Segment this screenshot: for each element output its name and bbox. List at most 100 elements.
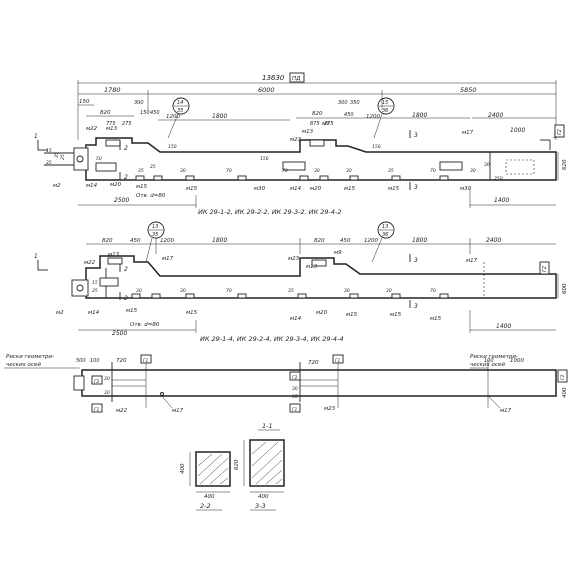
mid-mark-m22: м22: [84, 260, 96, 266]
plan-dim-500: 500: [76, 358, 86, 364]
mid-sd-35: 35: [288, 288, 294, 294]
sd-250: 250: [494, 176, 503, 182]
dim-mid-350: 350: [350, 100, 360, 106]
plan-view: Риски геометри- ческих осей Риски геомет…: [4, 354, 568, 414]
plan-tag-1: Г1: [143, 358, 149, 364]
plan-dim-1000: 1000: [510, 358, 524, 364]
mark-m15-mid: м15: [344, 186, 356, 192]
mark-m15-right: м15: [388, 186, 400, 192]
dim-left-150b: 150: [140, 110, 150, 116]
mark-m14-mid: м14: [290, 186, 302, 192]
mid-dim-820: 820: [102, 238, 113, 244]
dim-left-820: 820: [100, 110, 111, 116]
side-small-25: 25: [60, 154, 66, 160]
cross-sections: 1-1 400 400 2-2 620 400 3-3: [180, 422, 285, 511]
dim-mid-275: 275: [324, 121, 334, 127]
sd-25b: 25: [150, 164, 156, 170]
plan-dim-100: 100: [90, 358, 100, 364]
sd-30b: 30: [314, 168, 320, 174]
dim-top-2: 6000: [258, 86, 275, 94]
plan-tag-3: Г2: [94, 379, 100, 385]
mid-dim-1800b: 1800: [412, 237, 427, 244]
mark-m15b: м15: [186, 186, 198, 192]
dim-bottom-1400: 1400: [494, 197, 509, 204]
plan-small-2: 30: [104, 390, 110, 396]
plan-dim-100b: 100: [484, 358, 494, 364]
sd-15: 15: [46, 148, 52, 154]
plan-side-height: 400: [562, 387, 568, 398]
mid-mark-m17b: м17: [466, 258, 478, 264]
mark-m14: м14: [86, 183, 98, 189]
mid-mark-m9: м9: [334, 250, 342, 256]
mid-section-2-top: 2: [124, 266, 128, 273]
mid-section-3-top: 3: [414, 257, 418, 264]
mid-sd-25: 25: [92, 288, 98, 294]
mid-dim-bottom-1400: 1400: [496, 323, 511, 330]
mid-section-3-bottom: 3: [414, 303, 418, 310]
mid-dim-1200b: 1200: [364, 238, 378, 244]
mark-m13: м13: [106, 126, 118, 132]
callout-a-top: 14: [177, 100, 183, 106]
plan-mark-m17: м17: [172, 408, 184, 414]
mark-m22: м22: [86, 126, 98, 132]
mid-dim-450: 450: [130, 238, 141, 244]
side-height: 620: [562, 159, 568, 170]
sd-30: 30: [180, 168, 186, 174]
dim-mid-1200: 1200: [366, 114, 380, 120]
mid-dim-820b: 820: [314, 238, 325, 244]
section-title-1-1: 1-1: [262, 422, 273, 430]
elevation-mid: 820 450 1200 1800 820 450 1200 1800 2400…: [34, 221, 568, 343]
mark-m2: м2: [53, 183, 61, 189]
callout-b-bottom: 36: [382, 108, 388, 114]
callout-b-top: 15: [382, 100, 388, 106]
plan-tag-4: Г2: [292, 375, 298, 381]
mid-sd-30c: 30: [344, 288, 350, 294]
section-2-top: 2: [124, 145, 128, 152]
mark-m17: м17: [462, 130, 474, 136]
plan-right-note-1: Риски геометри-: [470, 354, 518, 360]
dim-mid-300: 300: [338, 100, 348, 106]
section-3-bottom: 3: [414, 184, 418, 191]
sd-35b: 35: [388, 168, 394, 174]
sd-30d: 30: [470, 168, 476, 174]
sd-35: 35: [138, 168, 144, 174]
mid-mark-m2: м2: [56, 310, 64, 316]
mark-m15a: м15: [136, 184, 148, 190]
sd-150: 150: [260, 156, 269, 162]
dim-mid-875: 875: [310, 121, 320, 127]
dim-left-150: 150: [79, 99, 90, 105]
mid-mark-m20: м20: [316, 310, 328, 316]
plan-left-note-2: ческих осей: [6, 362, 41, 368]
mid-sd-15: 15: [92, 280, 98, 286]
plan-tag-7: Г2: [560, 374, 566, 380]
mid-section-2-bottom: 2: [124, 295, 128, 302]
mid-mark-m23: м23: [288, 256, 300, 262]
sd-70: 70: [226, 168, 232, 174]
sd-30e: 30: [484, 162, 490, 168]
mid-mark-m15b: м15: [186, 310, 198, 316]
elevation-top: 13630 ПД 1780 6000 5850 150 820 775 275 …: [34, 72, 568, 216]
sd-25: 25: [46, 160, 52, 166]
hatch-2-2: [197, 453, 229, 485]
mid-dim-1200: 1200: [160, 238, 174, 244]
mark-m20: м20: [110, 182, 122, 188]
mid-end-tag: Г2: [542, 266, 548, 272]
mark-m9: м9: [322, 121, 330, 127]
plan-tag-6: Г1: [292, 407, 298, 413]
dim-top-1: 1780: [104, 86, 121, 94]
mark-m30: м30: [254, 186, 266, 192]
section-2-bottom: 2: [124, 174, 128, 181]
mark-m30-right: м30: [460, 186, 472, 192]
sd-150b: 150: [372, 144, 381, 150]
mid-callout-a-bottom: 35: [152, 232, 158, 238]
section-1-left: 1: [34, 133, 38, 140]
section-title-3-3: 3-3: [255, 502, 266, 510]
dim-mid-1800: 1800: [412, 112, 427, 119]
dim-left-450: 450: [150, 110, 160, 116]
mid-callout-b-top: 13: [382, 224, 388, 230]
caption-mid: ИК 29-1-4, ИК 29-2-4, ИК 29-3-4, ИК 29-4…: [200, 335, 344, 343]
section-title-2-2: 2-2: [200, 502, 211, 510]
mid-dim-bottom-2500: 2500: [112, 330, 127, 337]
